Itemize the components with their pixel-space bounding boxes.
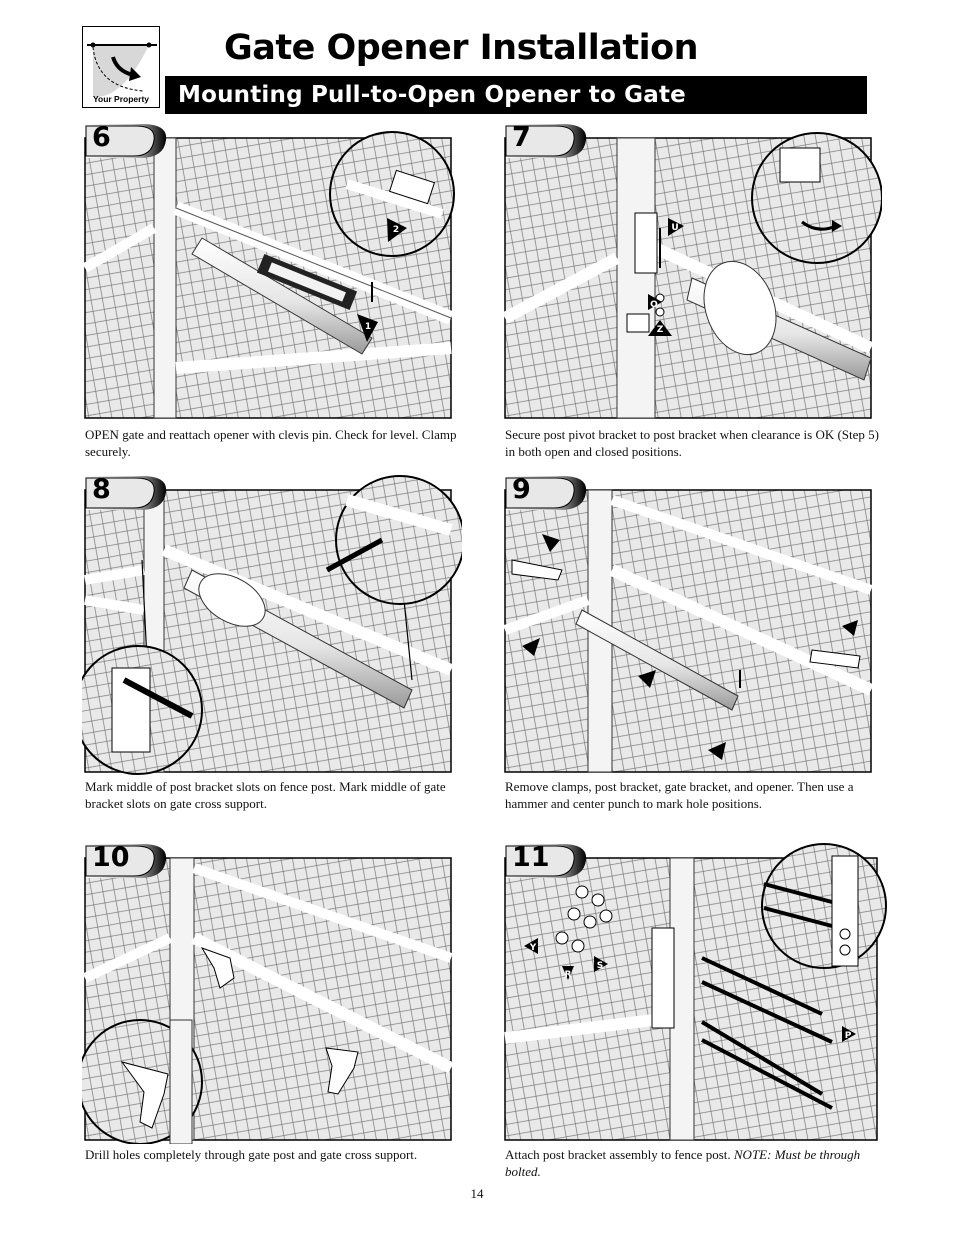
step-number: 8 (92, 474, 111, 505)
step-badge-icon (505, 476, 587, 510)
step-badge: 6 (82, 118, 172, 164)
callout-label: U (671, 223, 678, 233)
step-caption: Drill holes completely through gate post… (85, 1147, 418, 1162)
step-7-illustration: U O Z (502, 132, 882, 419)
logo-label: Your Property (92, 94, 150, 104)
step-number: 10 (92, 842, 130, 873)
step-caption: OPEN gate and reattach opener with clevi… (85, 427, 457, 459)
step-badge-icon (85, 476, 167, 510)
step-6-illustration: 12 (82, 131, 455, 419)
step-number: 11 (512, 842, 550, 873)
step-badge: 8 (82, 470, 172, 516)
step-caption: Attach post bracket assembly to fence po… (505, 1146, 885, 1180)
your-property-logo: Your Property (82, 26, 160, 108)
step-9-illustration (503, 489, 874, 773)
section-title: Mounting Pull-to-Open Opener to Gate (178, 82, 686, 108)
step-10: 10 Drill holes completely through gate p… (82, 838, 462, 1178)
section-bar (165, 76, 867, 114)
step-badge-icon (85, 124, 167, 158)
callout-label: Z (657, 325, 664, 335)
step-number: 7 (512, 122, 531, 153)
callout-label: 1 (365, 322, 371, 332)
step-caption: Secure post pivot bracket to post bracke… (505, 427, 879, 459)
step-7: U O Z 7 Secure post pivot bracket to post … (502, 118, 882, 468)
step-11-illustration: Y R S P (504, 843, 887, 1141)
page-number: 14 (470, 1186, 484, 1201)
page-title: Gate Opener Installation (224, 28, 699, 68)
step-caption-note: NOTE: Must be through bolted. (505, 1147, 861, 1179)
step-badge-icon (505, 844, 587, 878)
step-number: 6 (92, 122, 111, 153)
step-badge: 11 (502, 838, 592, 884)
callout-label: P (845, 1031, 852, 1041)
step-badge-icon (85, 844, 167, 878)
callout-label: O (650, 300, 658, 310)
step-8: 8 Mark middle of post bracket slots on f… (82, 470, 462, 820)
step-11: Y R S P 11 Attach post bracket assembly to … (502, 838, 892, 1183)
callout-label: Y (529, 943, 537, 953)
step-caption: Mark middle of post bracket slots on fen… (85, 779, 446, 811)
step-badge: 7 (502, 118, 592, 164)
callout-label: S (597, 961, 603, 971)
callout-label: 2 (393, 225, 399, 235)
step-10-illustration (82, 857, 454, 1144)
step-badge-icon (505, 124, 587, 158)
step-8-illustration (82, 475, 462, 775)
step-badge: 10 (82, 838, 172, 884)
step-caption: Remove clamps, post bracket, gate bracke… (505, 779, 854, 811)
step-9: 9 Remove clamps, post bracket, gate brac… (502, 470, 882, 820)
callout-label: R (565, 970, 572, 980)
step-caption-text: Attach post bracket assembly to fence po… (505, 1147, 731, 1162)
step-number: 9 (512, 474, 531, 505)
step-badge: 9 (502, 470, 592, 516)
gate-arrow-icon (87, 42, 157, 98)
